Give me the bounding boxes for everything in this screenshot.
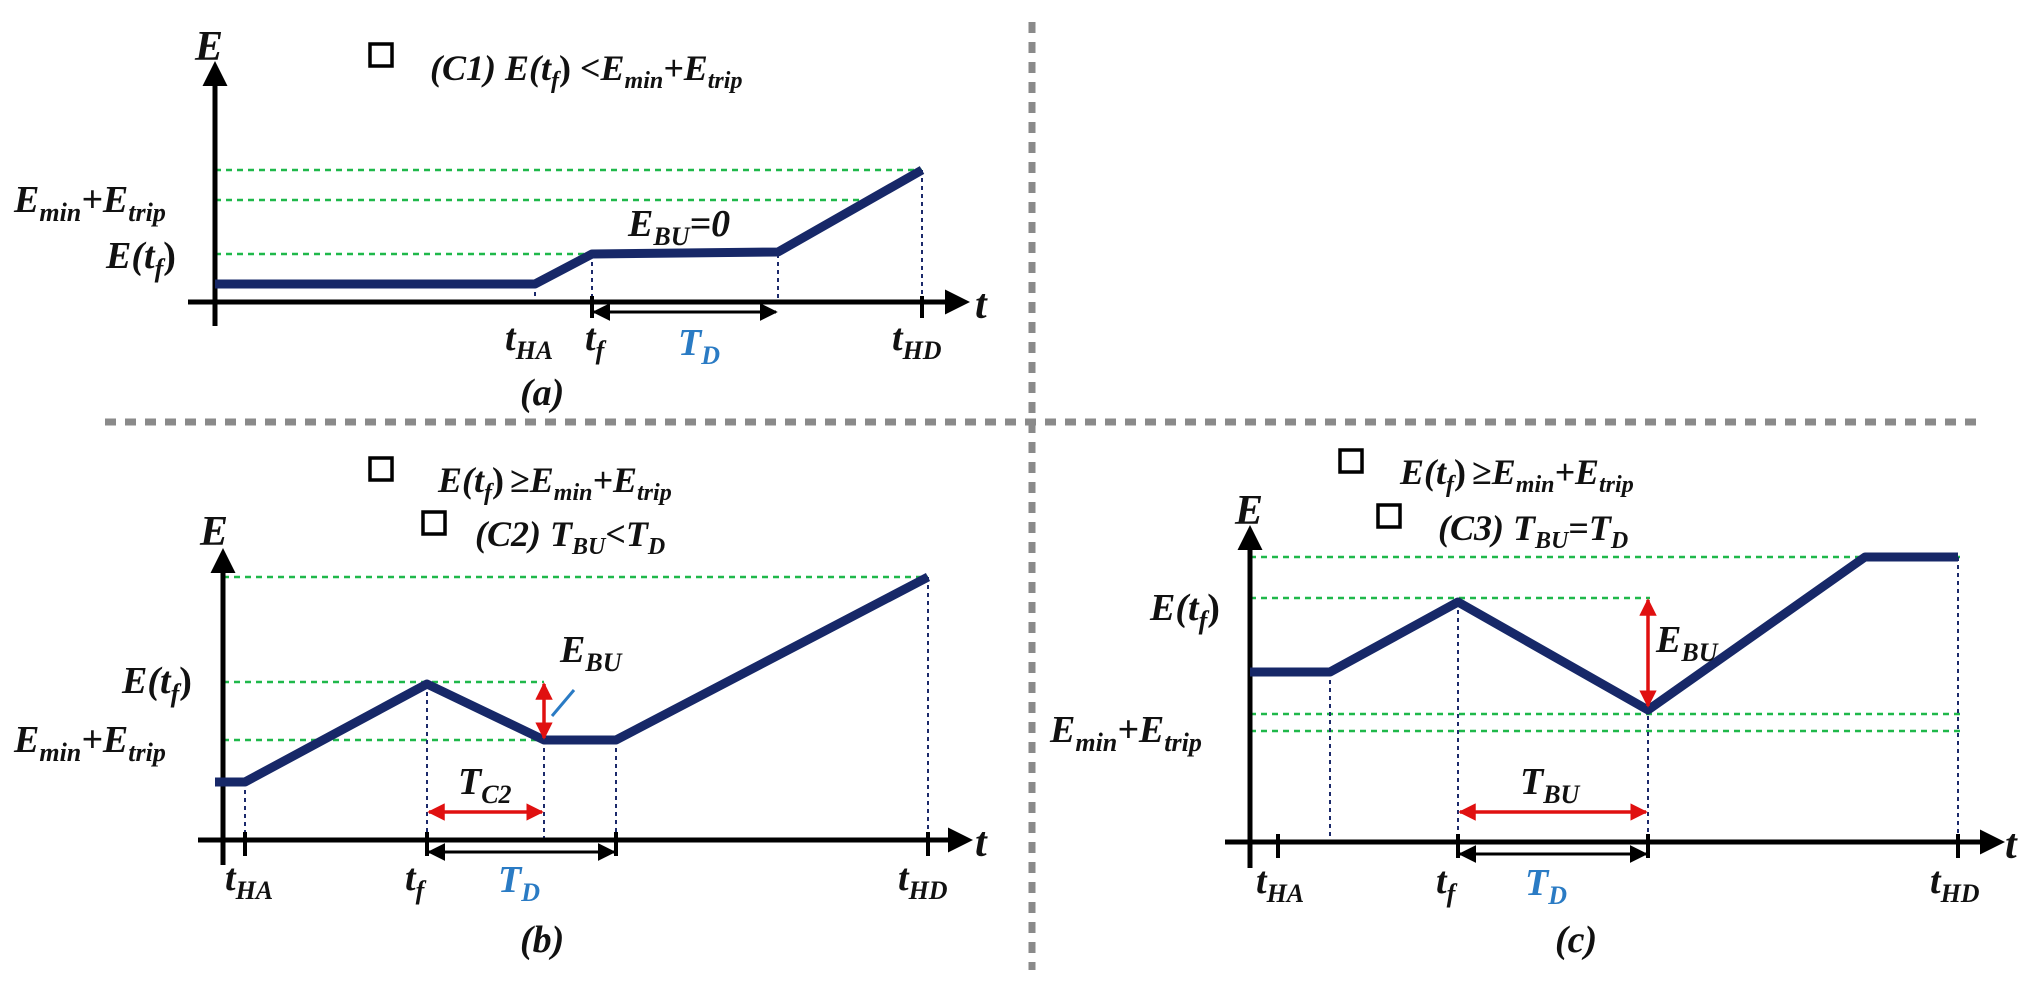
panel-c: E(tf)≥Emin+Etrip (C3) TBU=TD E t EBU TBU: [1049, 448, 2018, 961]
panel-c-x-axis-label: t: [2005, 822, 2018, 868]
panel-c-ebu-label: EBU: [1655, 619, 1719, 667]
panel-a-condition-text: (C1) E(tf) <Emin+Etrip: [430, 48, 742, 94]
panel-a-label-etf: E(tf): [105, 235, 176, 283]
panel-c-condition-1-checkbox: [1338, 448, 1364, 474]
panel-a-caption: (a): [520, 372, 564, 414]
panel-b-condition-2-checkbox: [421, 510, 447, 536]
panel-b-x-axis-label: t: [975, 820, 988, 866]
panel-b-energy-curve: [215, 573, 931, 787]
panel-b-label-td: TD: [498, 859, 540, 907]
panel-a-ebu-label: EBU=0: [627, 203, 730, 251]
panel-a: E (C1) E(tf) <Emin+Etrip t Emin+Etrip E(…: [13, 24, 988, 414]
panel-b-condition-1-checkbox: [368, 456, 394, 482]
panel-c-label-tf: tf: [1436, 860, 1458, 908]
panel-a-condition-checkbox: [368, 42, 394, 68]
panel-a-label-td: TD: [678, 322, 720, 370]
panel-a-label-thd: tHD: [892, 317, 942, 365]
panel-b-label-etf: E(tf): [121, 660, 192, 708]
panel-c-y-axis-label: E: [1234, 488, 1263, 534]
panel-b-ebu-leader: [550, 689, 576, 717]
panel-c-energy-curve: [1250, 552, 1958, 715]
panel-b-condition-1: E(tf)≥Emin+Etrip: [368, 456, 672, 506]
panel-c-label-tha: tHA: [1256, 860, 1304, 908]
panel-a-label-tf: tf: [585, 317, 607, 365]
panel-c-condition-2-text: (C3) TBU=TD: [1438, 508, 1628, 554]
panel-b-label-emin-etrip: Emin+Etrip: [13, 719, 166, 767]
panel-b-condition-2: (C2) TBU<TD: [421, 510, 665, 560]
panel-c-label-emin-etrip: Emin+Etrip: [1049, 709, 1202, 757]
panel-b-y-axis-label: E: [199, 509, 228, 555]
panel-a-energy-curve: [215, 166, 925, 289]
panel-b-ebu-label: EBU: [559, 629, 623, 677]
panel-b-label-thd: tHD: [898, 857, 948, 905]
panel-c-label-td: TD: [1525, 862, 1567, 910]
panel-b-caption: (b): [520, 919, 564, 961]
panel-b: E(tf)≥Emin+Etrip (C2) TBU<TD E t EBU TC2: [13, 456, 988, 961]
panel-c-label-thd: tHD: [1930, 860, 1980, 908]
panel-a-label-tha: tHA: [505, 317, 553, 365]
panel-a-x-axis-label: t: [975, 282, 988, 328]
panel-b-condition-2-text: (C2) TBU<TD: [475, 514, 665, 560]
panel-c-condition-1-text: E(tf)≥Emin+Etrip: [1399, 452, 1634, 498]
panel-a-condition: (C1) E(tf) <Emin+Etrip: [368, 42, 742, 94]
panel-c-condition-2-checkbox: [1376, 503, 1402, 529]
panel-b-label-tha: tHA: [225, 857, 273, 905]
panel-c-tbu-label: TBU: [1520, 761, 1581, 809]
panel-b-tc2-label: TC2: [458, 761, 512, 809]
panel-c-label-etf: E(tf): [1149, 587, 1220, 635]
panel-c-condition-2: (C3) TBU=TD: [1376, 503, 1628, 554]
panel-a-label-emin-etrip: Emin+Etrip: [13, 179, 166, 227]
panel-b-label-tf: tf: [405, 857, 427, 905]
panel-c-caption: (c): [1555, 919, 1597, 961]
panel-a-y-axis-label: E: [194, 24, 223, 70]
panel-b-condition-1-text: E(tf)≥Emin+Etrip: [437, 460, 672, 506]
panel-c-condition-1: E(tf)≥Emin+Etrip: [1338, 448, 1634, 498]
